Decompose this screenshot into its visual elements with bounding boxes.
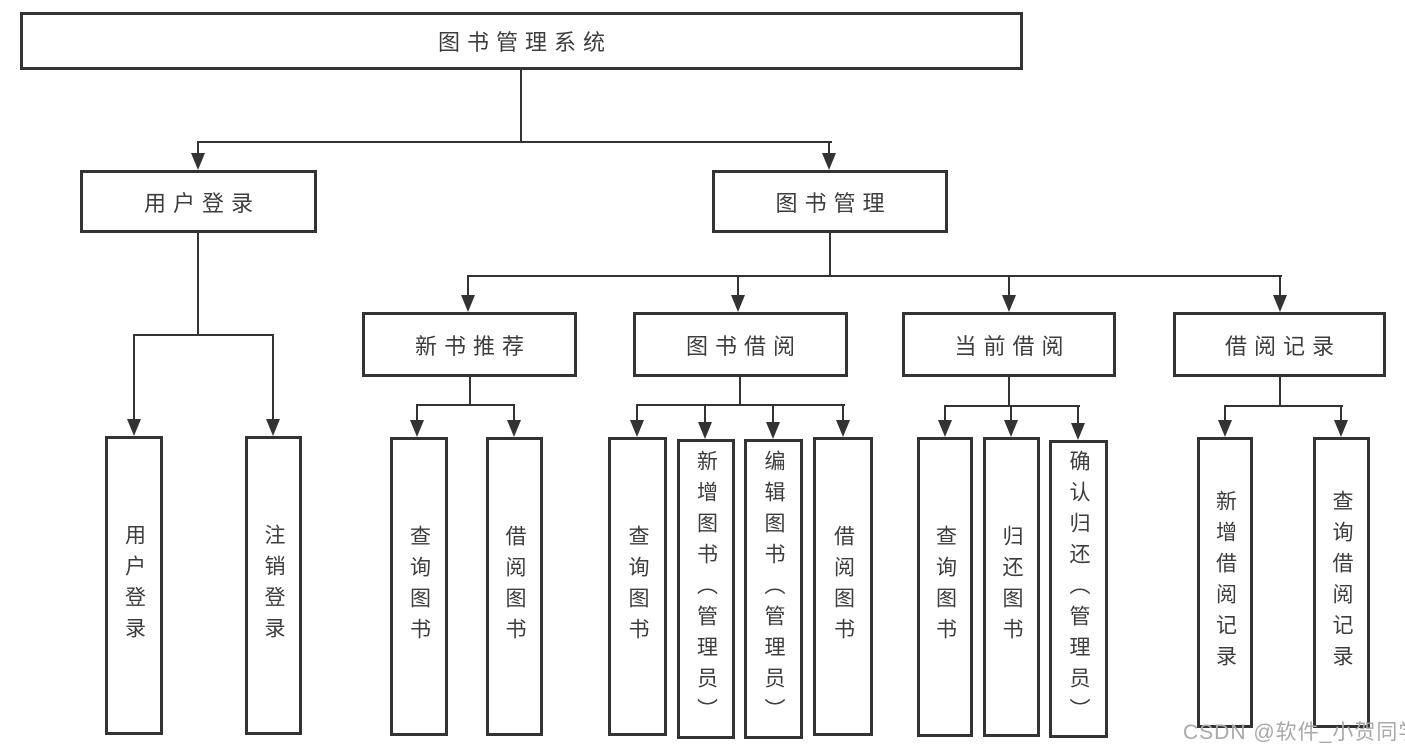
arrow-down-icon — [461, 295, 475, 312]
arrow-down-icon — [1071, 423, 1085, 440]
arrow-down-icon — [938, 420, 952, 437]
connector-line — [197, 141, 832, 143]
arrow-down-icon — [507, 420, 521, 437]
arrow-down-icon — [731, 295, 745, 312]
connector-line — [513, 406, 515, 423]
arrow-down-icon — [1273, 295, 1287, 312]
connector-line — [944, 405, 1080, 407]
connector-line — [944, 407, 946, 423]
connector-line — [469, 377, 471, 406]
node-leaf-return-books: 归还图书 — [983, 437, 1040, 737]
node-leaf-user-login: 用户登录 — [105, 436, 163, 735]
connector-line — [636, 406, 638, 423]
connector-line — [739, 377, 741, 406]
connector-line — [1279, 277, 1281, 299]
connector-line — [772, 406, 774, 425]
node-current-borrowing: 当前借阅 — [902, 312, 1116, 377]
arrow-down-icon — [836, 420, 850, 437]
node-borrowing-records: 借阅记录 — [1173, 312, 1386, 377]
arrow-down-icon — [630, 420, 644, 437]
node-leaf-add-borrow-record: 新增借阅记录 — [1197, 437, 1253, 728]
node-leaf-logout: 注销登录 — [245, 436, 302, 735]
node-book-borrowing: 图书借阅 — [633, 312, 848, 377]
arrow-down-icon — [410, 420, 424, 437]
arrow-down-icon — [191, 153, 205, 170]
arrow-down-icon — [266, 419, 280, 436]
connector-line — [842, 406, 844, 423]
connector-line — [1010, 407, 1012, 423]
node-leaf-edit-books-admin: 编辑图书（管理员） — [744, 439, 803, 739]
connector-line — [520, 70, 522, 143]
connector-line — [1008, 377, 1010, 407]
node-user-login: 用户登录 — [80, 170, 317, 233]
connector-line — [1340, 407, 1342, 423]
arrow-down-icon — [1334, 420, 1348, 437]
connector-line — [1008, 277, 1010, 299]
arrow-down-icon — [766, 422, 780, 439]
arrow-down-icon — [127, 419, 141, 436]
node-leaf-borrow-books: 借阅图书 — [486, 437, 543, 736]
connector-line — [133, 336, 135, 423]
node-leaf-confirm-return-admin: 确认归还（管理员） — [1049, 440, 1108, 738]
node-leaf-query-books-2: 查询图书 — [608, 437, 667, 736]
node-leaf-borrow-books-2: 借阅图书 — [813, 437, 873, 736]
arrow-down-icon — [822, 153, 836, 170]
connector-line — [829, 233, 831, 277]
connector-line — [1077, 407, 1079, 426]
connector-line — [133, 334, 274, 336]
node-leaf-query-books: 查询图书 — [390, 437, 448, 736]
node-leaf-query-borrow-record: 查询借阅记录 — [1313, 437, 1370, 728]
node-leaf-add-books-admin: 新增图书（管理员） — [677, 439, 735, 739]
connector-line — [1224, 405, 1343, 407]
connector-line — [467, 275, 1282, 277]
connector-line — [704, 406, 706, 425]
node-book-management: 图书管理 — [712, 170, 948, 233]
arrow-down-icon — [1004, 420, 1018, 437]
connector-line — [416, 404, 515, 406]
arrow-down-icon — [1002, 295, 1016, 312]
connector-line — [197, 143, 199, 157]
node-library-management-system: 图书管理系统 — [20, 12, 1023, 70]
arrow-down-icon — [698, 422, 712, 439]
connector-line — [1224, 407, 1226, 423]
connector-line — [636, 404, 845, 406]
arrow-down-icon — [1218, 420, 1232, 437]
connector-line — [467, 277, 469, 299]
connector-line — [828, 143, 830, 157]
node-leaf-query-books-3: 查询图书 — [917, 437, 973, 737]
watermark: CSDN @软件_小贺同学 — [1183, 721, 1405, 744]
connector-line — [416, 406, 418, 423]
node-new-book-recommend: 新书推荐 — [362, 312, 577, 377]
connector-line — [272, 336, 274, 423]
connector-line — [1279, 377, 1281, 407]
connector-line — [737, 277, 739, 299]
connector-line — [197, 233, 199, 336]
